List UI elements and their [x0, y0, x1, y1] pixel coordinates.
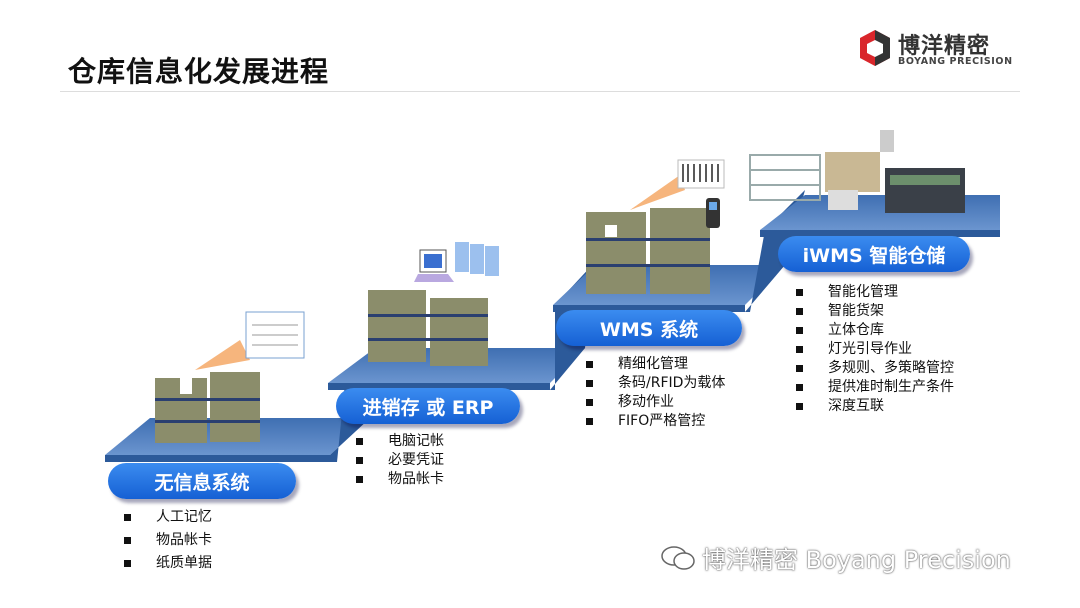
feature-item: 条码/RFID为载体 [584, 374, 725, 393]
feature-item: 精细化管理 [584, 355, 725, 374]
smart-warehouse-illustration [749, 130, 965, 213]
feature-item: 智能货架 [794, 302, 954, 321]
watermark-text: 博洋精密 Boyang Precision [702, 546, 1011, 574]
feature-item: 人工记忆 [122, 508, 212, 531]
paper-document-icon [195, 311, 305, 370]
title-divider [60, 91, 1020, 92]
feature-item: 多规则、多策略管控 [794, 359, 954, 378]
stage-3-features: 精细化管理 条码/RFID为载体 移动作业 FIFO严格管控 [584, 355, 725, 431]
warehouse-shelves-1 [155, 372, 260, 443]
stage-pill-erp: 进销存 或 ERP [336, 388, 520, 424]
stage-pill-no-info-system: 无信息系统 [108, 463, 296, 499]
feature-item: 物品帐卡 [122, 531, 212, 554]
feature-item: 智能化管理 [794, 283, 954, 302]
feature-item: 物品帐卡 [354, 470, 444, 489]
feature-item: 提供准时制生产条件 [794, 378, 954, 397]
feature-item: 必要凭证 [354, 451, 444, 470]
cube-logo-icon [860, 30, 890, 66]
feature-item: FIFO严格管控 [584, 412, 725, 431]
feature-item: 电脑记帐 [354, 432, 444, 451]
logo-text-cn: 博洋精密 [898, 34, 991, 59]
feature-item: 深度互联 [794, 397, 954, 416]
watermark: 博洋精密 Boyang Precision [660, 540, 1011, 575]
stage-pill-wms: WMS 系统 [556, 310, 742, 346]
feature-item: 移动作业 [584, 393, 725, 412]
computer-icon [414, 242, 499, 282]
stage-1-features: 人工记忆 物品帐卡 纸质单据 [122, 508, 212, 577]
feature-item: 立体仓库 [794, 321, 954, 340]
page-title: 仓库信息化发展进程 [68, 55, 330, 88]
wechat-icon [661, 545, 695, 570]
stage-4-features: 智能化管理 智能货架 立体仓库 灯光引导作业 多规则、多策略管控 提供准时制生产… [794, 283, 954, 416]
warehouse-shelves-2 [368, 290, 488, 366]
stage-pill-iwms: iWMS 智能仓储 [778, 236, 970, 272]
barcode-scanner-icon [630, 159, 725, 228]
logo-text-en: BOYANG PRECISION [898, 56, 1013, 67]
feature-item: 纸质单据 [122, 554, 212, 577]
stage-2-features: 电脑记帐 必要凭证 物品帐卡 [354, 432, 444, 489]
brand-logo: 博洋精密 BOYANG PRECISION [858, 28, 1018, 72]
warehouse-shelves-3 [586, 208, 710, 294]
feature-item: 灯光引导作业 [794, 340, 954, 359]
